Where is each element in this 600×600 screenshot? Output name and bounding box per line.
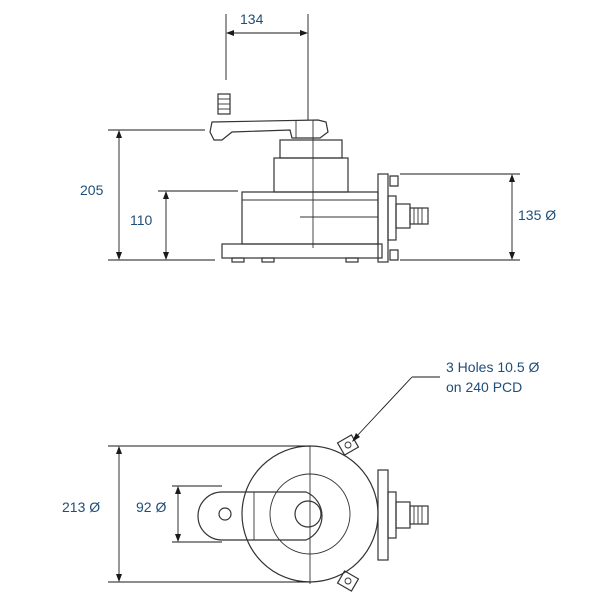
crank-arm: [210, 120, 328, 140]
dim-label-205: 205: [80, 182, 104, 198]
holes-leader: [352, 377, 440, 442]
crank-bolt: [218, 94, 230, 114]
dimension-110: [158, 191, 238, 260]
holes-note-line2: on 240 PCD: [446, 379, 522, 395]
dim-label-213: 213 Ø: [62, 499, 100, 515]
dim-label-135: 135 Ø: [518, 207, 556, 223]
dimension-205: [108, 130, 215, 260]
output-shaft: [396, 204, 428, 228]
mounting-lug-bottom: [338, 571, 359, 591]
dimension-134: [226, 14, 308, 120]
dim-label-134: 134: [240, 11, 264, 27]
dim-label-92: 92 Ø: [136, 499, 166, 515]
dimension-92: [172, 486, 222, 542]
gearbox-base: [222, 244, 382, 262]
gearbox-body: [242, 192, 378, 244]
dim-label-110: 110: [130, 212, 153, 228]
upper-hub: [274, 140, 348, 192]
holes-note-line1: 3 Holes 10.5 Ø: [446, 359, 539, 375]
side-view: 134 205 110 135 Ø: [80, 11, 556, 262]
crank-arm-top: [198, 492, 322, 540]
output-flange-top: [378, 470, 428, 560]
output-flange: [378, 174, 398, 262]
top-view: 213 Ø 92 Ø 3 Holes 10.5 Ø on 240 PCD: [62, 359, 539, 591]
